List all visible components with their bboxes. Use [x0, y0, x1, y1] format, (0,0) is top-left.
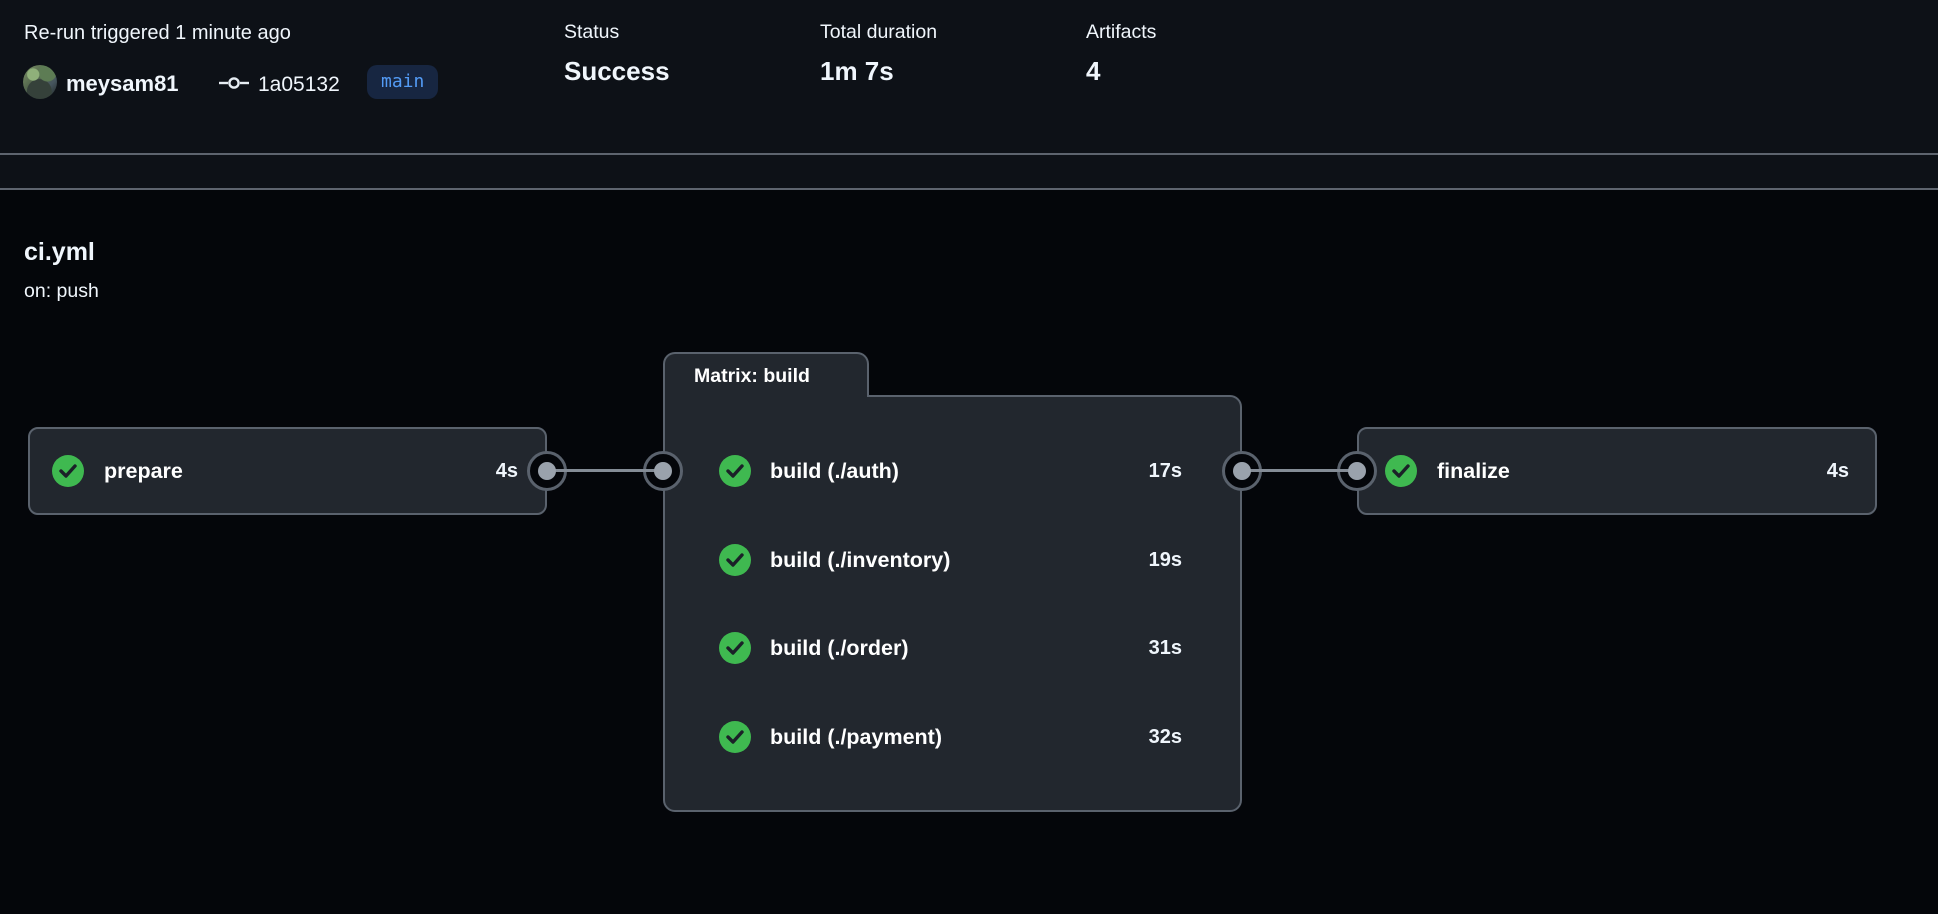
job-duration: 31s — [1148, 636, 1182, 659]
run-summary-header: Re-run triggered 1 minute ago meysam81 1… — [0, 0, 1938, 153]
branch-badge[interactable]: main — [367, 65, 439, 99]
job-label: prepare — [104, 458, 183, 483]
job-duration: 4s — [1826, 459, 1849, 482]
connector-dot — [1233, 462, 1251, 480]
divider — [0, 153, 1938, 155]
connector-line — [547, 469, 663, 472]
matrix-group-title: Matrix: build — [694, 365, 810, 387]
success-check-icon — [719, 721, 751, 753]
rerun-status-text: Re-run triggered 1 minute ago — [24, 22, 291, 44]
job-label: finalize — [1437, 458, 1510, 483]
git-commit-icon — [219, 77, 249, 89]
header-strip — [0, 155, 1938, 188]
stat-artifacts-value: 4 — [1086, 56, 1101, 86]
success-check-icon — [52, 455, 84, 487]
success-check-icon — [1385, 455, 1417, 487]
avatar[interactable] — [23, 65, 57, 99]
job-label: build (./order) — [770, 635, 909, 660]
job-label: build (./inventory) — [770, 547, 951, 572]
success-check-icon — [719, 632, 751, 664]
connector-dot — [1348, 462, 1366, 480]
success-check-icon — [719, 544, 751, 576]
stat-artifacts-label: Artifacts — [1086, 21, 1157, 43]
workflow-file-title: ci.yml — [24, 238, 95, 266]
stat-total-duration-label: Total duration — [820, 21, 938, 43]
stat-total-duration-value: 1m 7s — [820, 56, 894, 86]
job-row-build-payment[interactable]: build (./payment) 32s — [665, 693, 1240, 781]
username-link[interactable]: meysam81 — [66, 71, 179, 96]
job-duration: 4s — [495, 459, 518, 482]
job-label: build (./auth) — [770, 458, 899, 483]
connector-dot — [538, 462, 556, 480]
stat-status-label: Status — [564, 21, 620, 43]
commit-sha-link[interactable]: 1a05132 — [258, 73, 340, 96]
stat-status-value: Success — [564, 56, 670, 86]
success-check-icon — [719, 455, 751, 487]
connector-dot — [654, 462, 672, 480]
matrix-group-tab: Matrix: build — [663, 352, 869, 397]
job-row-build-auth[interactable]: build (./auth) 17s — [665, 427, 1240, 515]
workflow-trigger-text: on: push — [24, 280, 99, 302]
job-row-build-order[interactable]: build (./order) 31s — [665, 604, 1240, 692]
job-duration: 19s — [1148, 548, 1182, 571]
job-row-build-inventory[interactable]: build (./inventory) 19s — [665, 516, 1240, 604]
job-duration: 17s — [1148, 459, 1182, 482]
job-label: build (./payment) — [770, 724, 942, 749]
job-duration: 32s — [1148, 725, 1182, 748]
divider — [0, 188, 1938, 190]
matrix-group: build (./auth) 17s build (./inventory) 1… — [663, 395, 1242, 812]
job-node-finalize[interactable]: finalize 4s — [1357, 427, 1877, 515]
connector-line — [1242, 469, 1357, 472]
job-node-prepare[interactable]: prepare 4s — [28, 427, 547, 515]
